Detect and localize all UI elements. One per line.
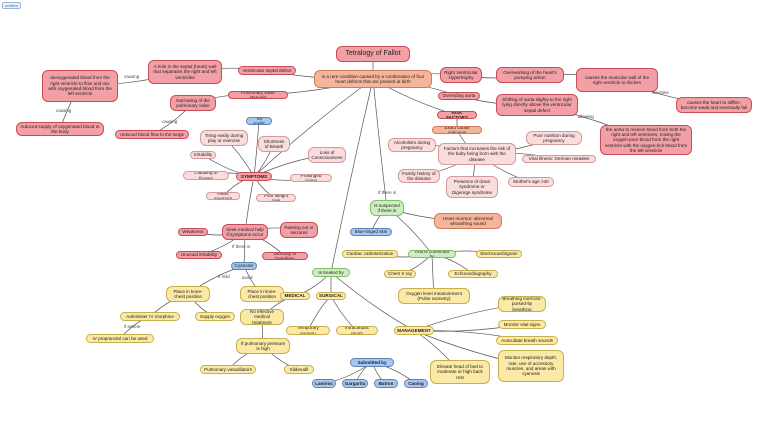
confirmed-node[interactable]: And is confirmed by bbox=[408, 250, 456, 258]
treated-by-node[interactable]: Is treated by bbox=[312, 268, 350, 277]
intracardiac-repair-node[interactable]: Intracardiac repair bbox=[336, 326, 378, 335]
label-if-there-is-1: If there is bbox=[232, 244, 251, 249]
loss-consciousness-node[interactable]: Loss of Consciousness bbox=[308, 147, 346, 163]
propranolol-node[interactable]: IV propranolol can be used bbox=[86, 334, 154, 343]
blue-skin-node[interactable]: Blue-tinged skin bbox=[350, 228, 392, 236]
label-overtime: overtime bbox=[652, 90, 669, 95]
overriding-aorta-node[interactable]: Overriding aorta bbox=[438, 92, 480, 100]
label-if-there-is-2: If there is bbox=[378, 190, 397, 195]
septal-hole-node[interactable]: A hole in the septal (heart) wall that s… bbox=[148, 60, 222, 84]
ecg-node[interactable]: Electrocardiogram bbox=[476, 250, 522, 258]
label-allowing: allowing bbox=[578, 114, 594, 119]
medical-node[interactable]: MEDICAL bbox=[280, 292, 310, 300]
connector-line bbox=[330, 78, 374, 273]
mothers-age-node[interactable]: Mother's age >40 bbox=[508, 177, 554, 187]
poor-nutrition-node[interactable]: Poor nutrition during pregnancy bbox=[526, 131, 582, 145]
viral-illness-node[interactable]: Viral illness: German measles bbox=[522, 155, 596, 163]
passing-out-node[interactable]: Passing out or seizures bbox=[280, 222, 318, 238]
submitted-by-node[interactable]: Submitted by bbox=[350, 358, 394, 367]
vsd-node[interactable]: Ventricular septal defect bbox=[238, 66, 296, 75]
difficulty-breathing-node[interactable]: Difficulty of breathing bbox=[262, 252, 308, 260]
vital-signs-node[interactable]: Monitor vital signs bbox=[498, 320, 546, 329]
temporary-surgery-node[interactable]: Temporary surgery bbox=[286, 326, 330, 335]
monitor-respiratory-node[interactable]: Monitor respiratory depth, rate, use of … bbox=[498, 350, 564, 382]
heart-murmur-sound-node[interactable]: Heart murmur: abnormal whooshing sound bbox=[434, 213, 502, 229]
aorta-receive-node[interactable]: the aorta to receive blood from both the… bbox=[600, 125, 692, 155]
surgical-node[interactable]: SURGICAL bbox=[316, 292, 346, 300]
reduced-supply-node[interactable]: reduced supply of oxygenated blood to th… bbox=[16, 122, 104, 136]
poor-weight-gain-node[interactable]: Poor weight gain bbox=[256, 194, 296, 202]
symptoms-node[interactable]: SYMPTOMS bbox=[236, 172, 272, 181]
stiffen-node[interactable]: causes the heart to stiffen, become weak… bbox=[676, 97, 752, 113]
author-batron[interactable]: Batron bbox=[374, 379, 398, 388]
pulmonary-pressure-node[interactable]: If pulmonary pressure is high bbox=[236, 338, 290, 354]
connector-line bbox=[372, 78, 388, 209]
sildenafil-node[interactable]: Sildenafil bbox=[284, 365, 314, 374]
knee-chest-node-2[interactable]: Place in knee-chest position bbox=[240, 286, 284, 302]
alcohol-node[interactable]: Alcoholism during pregnancy bbox=[388, 138, 436, 152]
cardiac-cath-node[interactable]: Cardiac catheterization bbox=[342, 250, 398, 258]
definition-node[interactable]: is a rare condition caused by a combinat… bbox=[314, 70, 432, 88]
vasodilators-node[interactable]: Pulmonary vasodilators bbox=[200, 365, 256, 374]
family-history-node[interactable]: Family history of the disease bbox=[398, 169, 440, 183]
unusual-irritability-node[interactable]: Unusual irritability bbox=[176, 251, 222, 259]
heart-murmurs-node[interactable]: Heart murmurs bbox=[206, 192, 240, 200]
iv-morphine-node[interactable]: Administer IV morphine bbox=[120, 312, 180, 321]
label-avoid: avoid bbox=[242, 275, 253, 280]
breathing-exercise-node[interactable]: Breathing exercise: pursed-lip breathing bbox=[498, 296, 546, 312]
elevate-head-node[interactable]: Elevate head of bed to moderate or high … bbox=[430, 360, 490, 384]
author-gargarita[interactable]: Gargarita bbox=[342, 379, 368, 388]
reduced-flow-node[interactable]: reduced blood flow to the lungs bbox=[115, 130, 189, 139]
label-if-mild: If mild bbox=[218, 274, 230, 279]
label-if-severe: if severe bbox=[124, 324, 141, 329]
author-lamiroc[interactable]: Lamiroc bbox=[312, 379, 336, 388]
connector-line bbox=[330, 272, 415, 331]
irritability-node[interactable]: Irritability bbox=[190, 151, 216, 159]
suspected-node[interactable]: is suspected if there is bbox=[370, 200, 404, 216]
shortness-breath-node[interactable]: Shortness of Breath bbox=[258, 136, 290, 152]
clubbing-node[interactable]: Clubbing of fingers bbox=[183, 171, 229, 180]
document-badge[interactable]: untitled bbox=[2, 2, 21, 9]
down-syndrome-node[interactable]: Presence of down syndrome or Digeorge sy… bbox=[446, 176, 498, 198]
exact-cause-node[interactable]: Exact cause unknown bbox=[432, 126, 482, 134]
management-node[interactable]: MANAGEMENT bbox=[394, 326, 434, 335]
auscultate-node[interactable]: Auscultate breath sounds bbox=[496, 336, 558, 345]
chest-xray-node[interactable]: Chest X ray bbox=[384, 270, 416, 278]
risk-increase-node[interactable]: Factors that increases the risk of the b… bbox=[438, 143, 516, 165]
pvs-node[interactable]: Pulmonary valve stenosis bbox=[228, 91, 288, 99]
title-node[interactable]: Tetralogy of Fallot bbox=[336, 46, 410, 62]
label-causing-2: causing bbox=[56, 108, 72, 113]
connector-line bbox=[253, 78, 374, 177]
weakness-node[interactable]: Weakness bbox=[178, 228, 208, 236]
label-causing-1: causing bbox=[124, 74, 140, 79]
tiring-node[interactable]: Tiring easily during play or exercise bbox=[200, 130, 248, 146]
shifting-node[interactable]: Shifting of aorta slighty to the right l… bbox=[496, 94, 578, 116]
deoxygenated-node[interactable]: deoxygenated blood from the right ventri… bbox=[42, 70, 118, 102]
label-causing-3: causing bbox=[162, 119, 178, 124]
knee-chest-node-1[interactable]: Place in knee-chest position bbox=[166, 286, 210, 302]
thicken-node[interactable]: causes the muscular wall of the right ve… bbox=[576, 68, 658, 92]
seek-help-node[interactable]: Seek medical help if symptoms occur bbox=[222, 224, 268, 240]
rvh-node[interactable]: Right Ventricular Hypertrophy bbox=[440, 67, 482, 83]
prolonged-crying-node[interactable]: Prolonged crying bbox=[290, 174, 332, 182]
echo-node[interactable]: Echocardiography bbox=[448, 270, 498, 278]
tet-spells-node[interactable]: Tet spells bbox=[246, 117, 272, 125]
supply-oxygen-node[interactable]: Supply oxygen bbox=[195, 312, 235, 321]
cyanosis-node[interactable]: Cyanosis bbox=[231, 262, 257, 270]
risk-factors-node[interactable]: RISK FACTORS bbox=[437, 111, 477, 119]
oximetry-node[interactable]: Oxygen level measurement (Pulse oximetry… bbox=[398, 288, 470, 304]
no-treatment-node[interactable]: No effective medical treatment bbox=[240, 309, 284, 325]
overworking-node[interactable]: Overworking of the heart's pumping actio… bbox=[496, 67, 564, 83]
author-caoing[interactable]: Caoing bbox=[404, 379, 428, 388]
narrowing-node[interactable]: Narrowing of the pulmonary valve bbox=[170, 95, 216, 111]
